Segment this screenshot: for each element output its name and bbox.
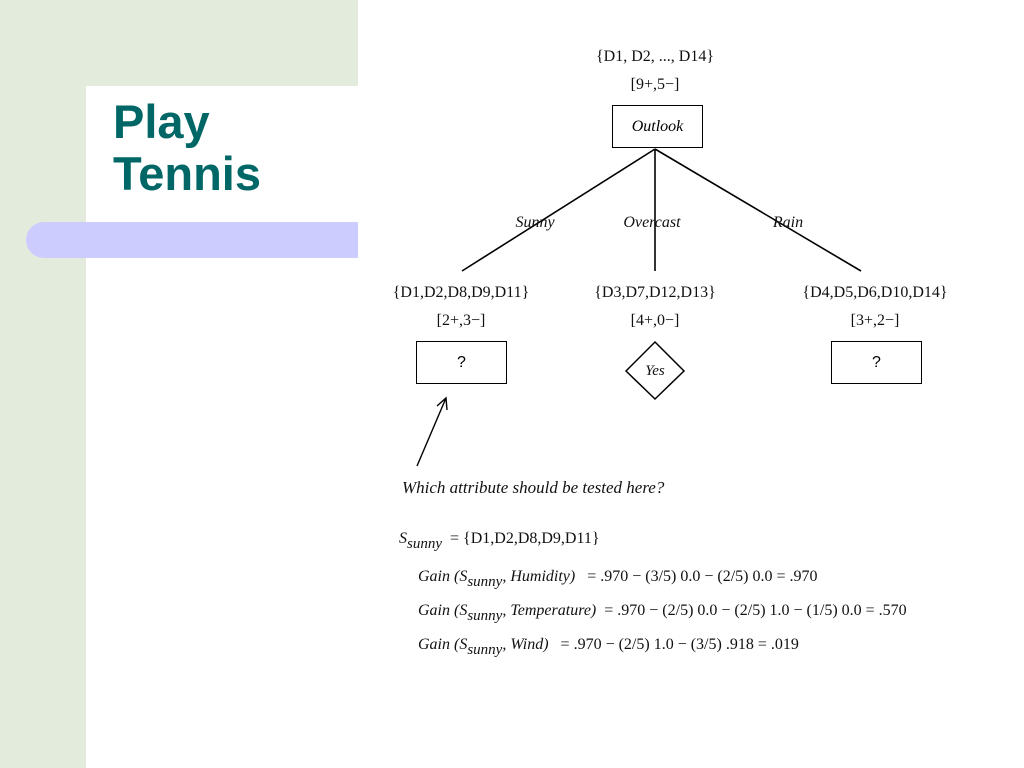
title-line-2: Tennis [113,147,261,200]
question-text: Which attribute should be tested here? [402,478,665,497]
rain-counts: [3+,2−] [850,312,900,329]
branch-label-overcast: Overcast [623,214,681,231]
s-subscript: sunny [407,536,442,552]
branch-label-sunny: Sunny [515,214,555,231]
question-arrow [416,397,447,467]
accent-bar [26,222,358,258]
edge-rain [654,148,862,272]
s-symbol: S [399,530,407,547]
gain-prefix: Gain ( [418,568,460,585]
gain-wind: Gain (Ssunny, Wind) = .970 − (2/5) 1.0 −… [418,635,799,660]
gain-s-subscript: sunny [467,608,503,624]
rain-set: {D4,D5,D6,D10,D14} [802,284,948,301]
gain-s-subscript: sunny [467,574,503,590]
gain-humidity: Gain (Ssunny, Humidity) = .970 − (3/5) 0… [418,567,818,592]
sunny-set: {D1,D2,D8,D9,D11} [392,284,530,301]
s-sunny-definition: Ssunny = {D1,D2,D8,D9,D11} [399,529,600,554]
overcast-set: {D3,D7,D12,D13} [594,284,716,301]
gain-attr: , Wind) [502,636,549,653]
root-node-outlook: Outlook [612,105,703,148]
sunny-unknown-node: ? [416,341,507,384]
gain-attr: , Humidity) [502,568,576,585]
yes-leaf-label: Yes [645,363,665,379]
s-value: = {D1,D2,D8,D9,D11} [450,530,600,547]
gain-prefix: Gain ( [418,602,460,619]
root-set: {D1, D2, ..., D14} [595,48,715,65]
gain-temperature: Gain (Ssunny, Temperature) = .970 − (2/5… [418,601,907,626]
gain-expression: = .970 − (2/5) 1.0 − (3/5) .918 = .019 [560,636,799,653]
gain-expression: = .970 − (3/5) 0.0 − (2/5) 0.0 = .970 [587,568,818,585]
gain-expression: = .970 − (2/5) 0.0 − (2/5) 1.0 − (1/5) 0… [604,602,907,619]
gain-s-subscript: sunny [467,642,503,658]
title-line-1: Play [113,95,210,148]
branch-label-rain: Rain [772,214,804,231]
slide-title: Play Tennis [113,96,261,200]
background-top-band [86,0,358,86]
gain-attr: , Temperature) [502,602,597,619]
gain-prefix: Gain ( [418,636,460,653]
gain-s-symbol: S [459,602,468,619]
rain-unknown-node: ? [831,341,922,384]
gain-s-symbol: S [459,568,468,585]
sunny-counts: [2+,3−] [436,312,486,329]
yes-leaf-diamond [624,340,686,401]
root-counts: [9+,5−] [630,76,680,93]
question-arrowhead [436,396,448,411]
edge-sunny [461,148,656,272]
overcast-counts: [4+,0−] [630,312,680,329]
background-left-band [0,0,86,768]
gain-s-symbol: S [459,636,468,653]
